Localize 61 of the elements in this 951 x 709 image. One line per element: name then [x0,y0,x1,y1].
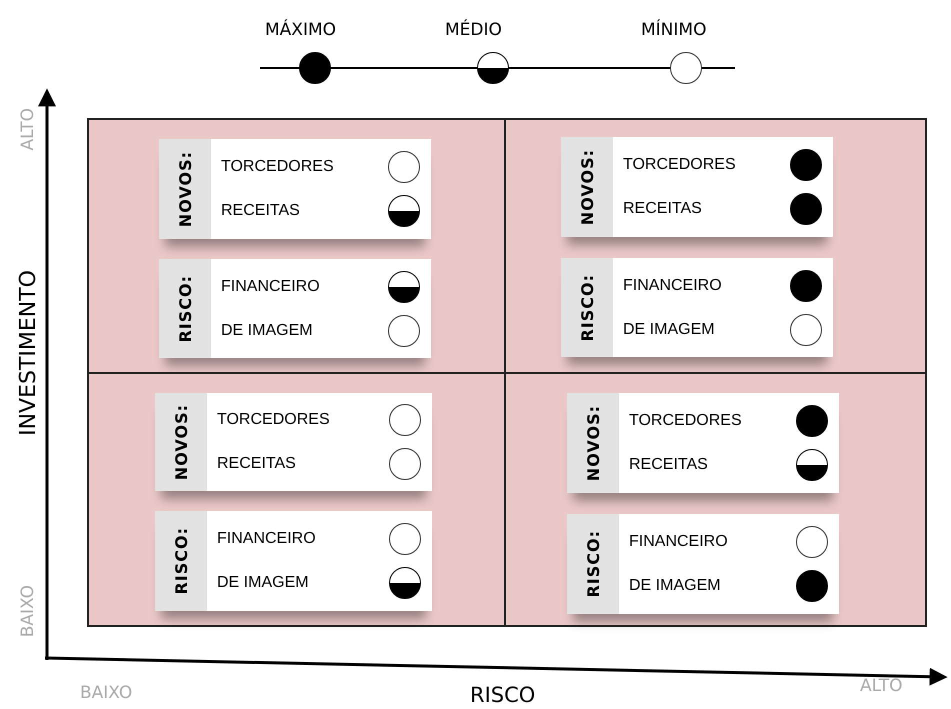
category-label: NOVOS: [561,137,613,237]
half-filled-circle-icon [387,194,421,228]
item-label: DE IMAGEM [629,577,721,595]
axis-tick-label: ALTO [18,108,38,151]
quadrant-panel [87,118,505,373]
half-filled-circle-icon [795,448,829,482]
filled-circle-icon [795,404,829,438]
item-label: TORCEDORES [629,412,742,430]
item-label: RECEITAS [221,202,300,220]
item-label: DE IMAGEM [623,320,715,338]
indicator-card [561,258,833,357]
category-label: RISCO: [159,259,211,358]
indicator-card [155,393,432,491]
item-label: TORCEDORES [221,158,334,176]
empty-circle-icon [388,447,422,481]
item-label: TORCEDORES [217,411,330,429]
empty-circle-icon [388,522,422,556]
empty-circle-icon [387,150,421,184]
indicator-card [159,259,431,358]
empty-circle-icon [789,312,823,346]
category-label: NOVOS: [159,139,211,239]
empty-circle-icon [387,314,421,348]
item-label: FINANCEIRO [629,533,728,551]
half-filled-circle-icon [388,566,422,600]
axis-title: RISCO [470,683,536,707]
item-label: FINANCEIRO [221,278,320,296]
category-label: RISCO: [561,258,613,357]
axis-tick-label: ALTO [860,676,903,696]
axis-tick-label: BAIXO [80,683,132,703]
category-label: RISCO: [567,514,619,614]
legend-label: MÉDIO [445,20,502,40]
item-label: RECEITAS [623,200,702,218]
quadrant-panel [505,373,927,627]
item-label: RECEITAS [217,455,296,473]
half-filled-circle-icon [387,270,421,304]
indicator-card [561,137,833,237]
quadrant-panel [87,373,505,627]
axis-tick-label: BAIXO [18,585,38,638]
item-label: FINANCEIRO [217,530,316,548]
indicator-card [567,514,839,614]
indicator-card [159,139,431,239]
item-label: FINANCEIRO [623,276,722,294]
category-label: RISCO: [155,511,207,611]
filled-circle-icon [789,192,823,226]
item-label: DE IMAGEM [217,574,309,592]
empty-circle-icon [388,403,422,437]
filled-circle-icon [789,148,823,182]
item-label: DE IMAGEM [221,322,313,340]
empty-circle-icon [795,525,829,559]
category-label: NOVOS: [155,393,207,491]
filled-circle-icon [789,268,823,302]
item-label: RECEITAS [629,456,708,474]
indicator-card [155,511,432,611]
indicator-card [567,393,839,493]
quadrant-panel [505,118,927,373]
legend-label: MÍNIMO [641,20,706,40]
filled-circle-icon [795,569,829,603]
axis-title: INVESTIMENTO [16,270,41,436]
item-label: TORCEDORES [623,156,736,174]
category-label: NOVOS: [567,393,619,493]
legend-label: MÁXIMO [265,20,336,40]
